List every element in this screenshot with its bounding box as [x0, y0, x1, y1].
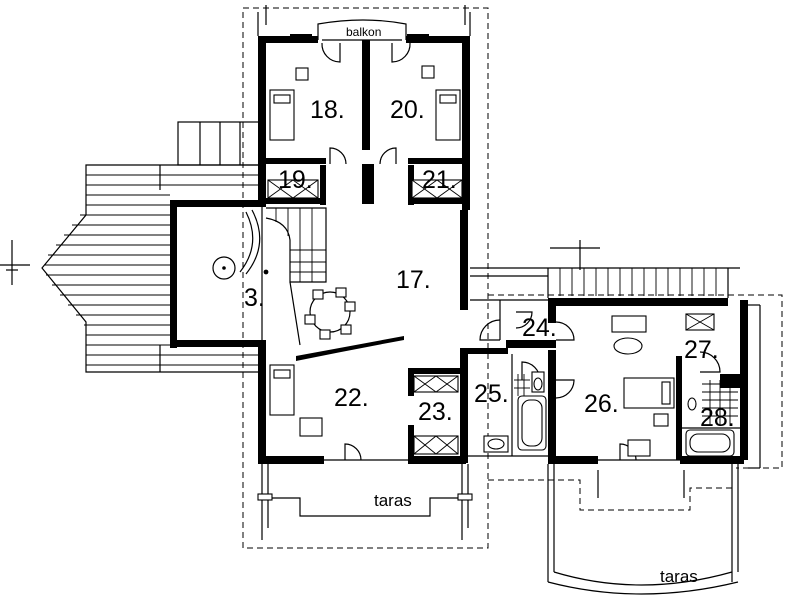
- room-label-24: 24.: [522, 314, 557, 342]
- room-label-23: 23.: [418, 398, 453, 426]
- bathroom-fixtures: [483, 371, 738, 457]
- wardrobes: [267, 179, 715, 455]
- room-label-25: 25.: [474, 380, 509, 408]
- shower-tiles: [514, 374, 738, 426]
- walls: [170, 34, 748, 464]
- balkon-label: balkon: [346, 25, 381, 39]
- chimney-box: [177, 121, 261, 166]
- room-label-18: 18.: [310, 96, 345, 124]
- staircase: [212, 207, 327, 346]
- room-label-22: 22.: [334, 384, 369, 412]
- room-label-26: 26.: [584, 390, 619, 418]
- room-label-21: 21.: [422, 166, 457, 194]
- room-label-27: 27.: [684, 336, 719, 364]
- room-label-28: 28.: [700, 404, 735, 432]
- furniture: [269, 65, 675, 457]
- terrace-left: [257, 464, 473, 540]
- terrace-right: [547, 464, 739, 595]
- roof-shingles: [41, 164, 263, 373]
- room-labels: 3. 17. 18. 19. 20. 21. 22. 23. 24. 25. 2…: [244, 25, 735, 586]
- taras-left-label: taras: [374, 491, 412, 510]
- eave-outline: [242, 7, 783, 549]
- dining-table: [296, 287, 404, 361]
- roof-steps: [559, 268, 717, 296]
- taras-right-label: taras: [660, 567, 698, 586]
- room-label-17: 17.: [396, 266, 431, 294]
- partitions: [257, 5, 761, 469]
- room-label-3: 3.: [244, 284, 265, 312]
- room-label-19: 19.: [278, 166, 313, 194]
- balcony: [317, 19, 407, 41]
- room-label-20: 20.: [390, 96, 425, 124]
- section-marker: [0, 240, 600, 285]
